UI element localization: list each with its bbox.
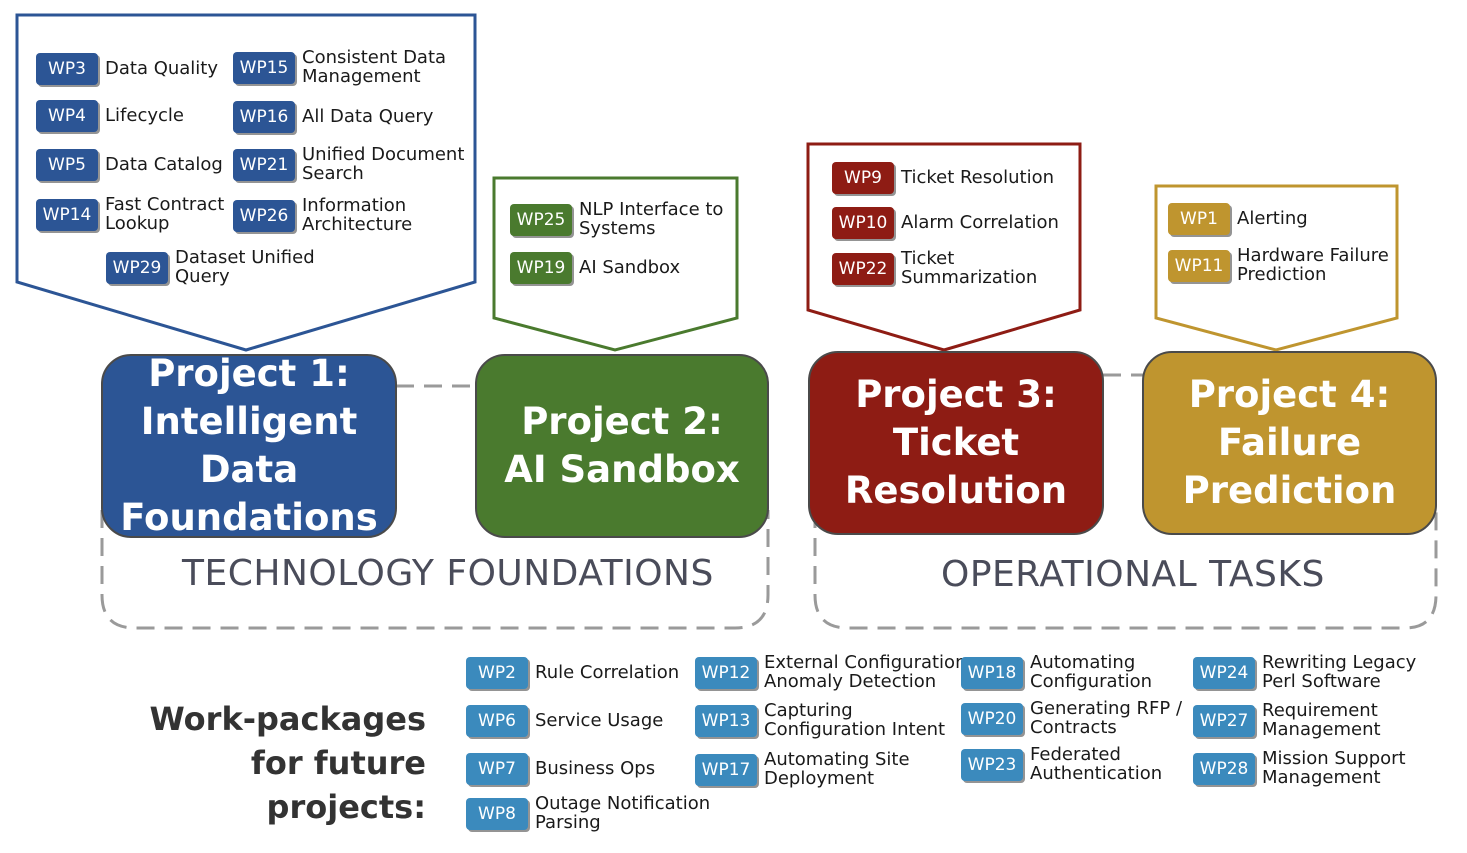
- wp-badge-wp22: WP22: [832, 253, 894, 285]
- wp-badge-wp2: WP2: [466, 657, 528, 689]
- wp-label-wp28: Mission Support Management: [1262, 748, 1406, 788]
- wp-label-wp24: Rewriting Legacy Perl Software: [1262, 652, 1417, 692]
- wp-label-wp7: Business Ops: [535, 758, 656, 779]
- project-4-box: Project 4: Failure Prediction: [1142, 351, 1437, 535]
- wp-label-wp25: NLP Interface to Systems: [579, 199, 724, 239]
- wp-label-wp14: Fast Contract Lookup: [105, 194, 225, 234]
- wp-badge-wp25: WP25: [510, 204, 572, 236]
- operational-group-outline: [813, 510, 1438, 630]
- wp-badge-wp26: WP26: [233, 200, 295, 232]
- wp-label-wp9: Ticket Resolution: [901, 167, 1055, 188]
- project-2-box: Project 2: AI Sandbox: [475, 354, 769, 538]
- wp-label-wp12: External Configuration Anomaly Detection: [764, 652, 967, 692]
- wp-label-wp29: Dataset Unified Query: [175, 247, 315, 287]
- wp-badge-wp10: WP10: [832, 207, 894, 239]
- wp-badge-wp24: WP24: [1193, 657, 1255, 689]
- wp-label-wp3: Data Quality: [105, 58, 219, 79]
- wp-badge-wp15: WP15: [233, 52, 295, 84]
- technology-group-outline: [100, 510, 770, 630]
- technology-foundations-title: TECHNOLOGY FOUNDATIONS: [182, 553, 714, 594]
- wp-label-wp22: Ticket Summarization: [901, 248, 1038, 288]
- wp-label-wp18: Automating Configuration: [1030, 652, 1153, 692]
- wp-badge-wp13: WP13: [695, 705, 757, 737]
- wp-label-wp16: All Data Query: [302, 106, 434, 127]
- wp-label-wp26: Information Architecture: [302, 195, 413, 235]
- wp-badge-wp14: WP14: [36, 199, 98, 231]
- wp-label-wp6: Service Usage: [535, 710, 664, 731]
- callout-project3-outline: [806, 142, 1082, 352]
- wp-label-wp4: Lifecycle: [105, 105, 184, 126]
- wp-badge-wp29: WP29: [106, 252, 168, 284]
- project-3-title: Project 3: Ticket Resolution: [844, 373, 1068, 512]
- wp-badge-wp12: WP12: [695, 657, 757, 689]
- wp-badge-wp3: WP3: [36, 53, 98, 85]
- wp-label-wp13: Capturing Configuration Intent: [764, 700, 946, 740]
- operational-tasks-title: OPERATIONAL TASKS: [941, 554, 1325, 595]
- wp-badge-wp23: WP23: [961, 749, 1023, 781]
- wp-badge-wp21: WP21: [233, 149, 295, 181]
- project-2-title: Project 2: AI Sandbox: [504, 400, 740, 491]
- wp-badge-wp28: WP28: [1193, 753, 1255, 785]
- wp-label-wp23: Federated Authentication: [1030, 744, 1163, 784]
- wp-badge-wp6: WP6: [466, 705, 528, 737]
- wp-badge-wp1: WP1: [1168, 203, 1230, 235]
- wp-label-wp1: Alerting: [1237, 208, 1308, 229]
- wp-label-wp19: AI Sandbox: [579, 257, 681, 278]
- wp-badge-wp17: WP17: [695, 754, 757, 786]
- wp-badge-wp11: WP11: [1168, 250, 1230, 282]
- wp-badge-wp16: WP16: [233, 101, 295, 133]
- wp-badge-wp4: WP4: [36, 100, 98, 132]
- wp-badge-wp19: WP19: [510, 252, 572, 284]
- wp-label-wp15: Consistent Data Management: [302, 47, 447, 87]
- wp-badge-wp7: WP7: [466, 753, 528, 785]
- wp-badge-wp9: WP9: [832, 162, 894, 194]
- wp-label-wp10: Alarm Correlation: [901, 212, 1059, 233]
- project-4-title: Project 4: Failure Prediction: [1182, 373, 1397, 512]
- wp-label-wp5: Data Catalog: [105, 154, 223, 175]
- project-1-title: Project 1: Intelligent Data Foundations: [120, 352, 378, 539]
- wp-label-wp2: Rule Correlation: [535, 662, 680, 683]
- wp-badge-wp5: WP5: [36, 149, 98, 181]
- wp-badge-wp8: WP8: [466, 798, 528, 830]
- wp-label-wp20: Generating RFP / Contracts: [1030, 698, 1183, 738]
- wp-badge-wp20: WP20: [961, 703, 1023, 735]
- wp-label-wp8: Outage Notification Parsing: [535, 793, 711, 833]
- wp-label-wp21: Unified Document Search: [302, 144, 465, 184]
- wp-label-wp11: Hardware Failure Prediction: [1237, 245, 1389, 285]
- wp-label-wp27: Requirement Management: [1262, 700, 1381, 740]
- project-3-box: Project 3: Ticket Resolution: [808, 351, 1104, 535]
- wp-badge-wp27: WP27: [1193, 705, 1255, 737]
- future-projects-title: Work-packages for future projects:: [149, 700, 426, 826]
- project-1-box: Project 1: Intelligent Data Foundations: [101, 352, 397, 539]
- wp-label-wp17: Automating Site Deployment: [764, 749, 910, 789]
- wp-badge-wp18: WP18: [961, 657, 1023, 689]
